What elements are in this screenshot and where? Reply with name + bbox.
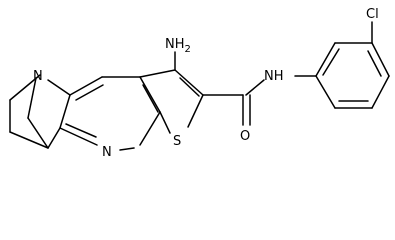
atom-amine-text: NH [165,37,185,52]
bond [174,69,204,96]
bond [187,94,204,128]
bond [59,94,71,129]
bond [159,111,171,134]
atom-n-bridgehead: N [33,69,43,84]
bond [371,42,390,77]
atom-sulfur: S [173,134,181,149]
bonds [9,21,390,151]
bond [322,48,340,76]
bond [371,75,390,109]
bond [179,77,200,97]
molecule-canvas: N NH2 N S O NH Cl [9,7,390,160]
bond [367,50,382,77]
bond [75,84,104,101]
bond [245,79,265,96]
bond [315,42,336,77]
atom-carbonyl-oxygen: O [240,129,250,144]
bond [47,79,71,96]
bond [27,117,49,149]
bond [139,111,161,146]
bond [9,74,41,101]
bond [139,69,176,78]
bond [69,76,103,96]
atom-chlorine: Cl [366,7,379,22]
bond [59,127,98,146]
structure-diagram: N NH2 N S O NH Cl [9,7,390,160]
bond [119,147,135,151]
bond [47,127,61,149]
atom-amine: NH2 [165,37,191,55]
bond [142,84,159,113]
bond [65,123,97,138]
bond [27,77,37,119]
atom-n-pyridine: N [102,145,112,160]
atom-amide-nh: NH [264,69,284,84]
atom-amine-subscript: 2 [185,44,191,55]
bond [139,76,161,113]
atom-labels: N NH2 N S O NH Cl [33,7,379,160]
bond [9,131,49,149]
bond [315,75,336,109]
